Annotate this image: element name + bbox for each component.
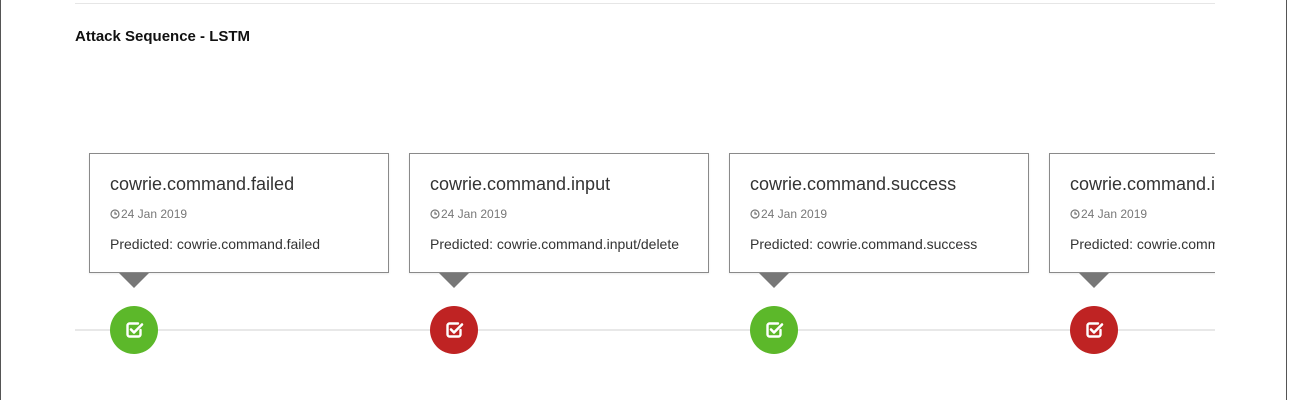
check-square-icon <box>1086 322 1104 338</box>
timeline-event: cowrie.command.failed 24 Jan 2019 Predic… <box>75 0 389 400</box>
timeline: cowrie.command.failed 24 Jan 2019 Predic… <box>75 0 1215 400</box>
clock-icon <box>1070 209 1080 219</box>
event-card[interactable]: cowrie.command.input 24 Jan 2019 Predict… <box>1049 153 1215 273</box>
clock-icon <box>430 209 440 219</box>
event-date-text: 24 Jan 2019 <box>441 207 508 221</box>
status-badge[interactable] <box>110 306 158 354</box>
event-predicted: Predicted: cowrie.command.input/delete <box>1070 236 1215 252</box>
event-card[interactable]: cowrie.command.failed 24 Jan 2019 Predic… <box>89 153 389 273</box>
event-predicted: Predicted: cowrie.command.input/delete <box>430 236 680 252</box>
divider <box>75 3 1215 4</box>
check-square-icon <box>446 322 464 338</box>
timeline-event: cowrie.command.input 24 Jan 2019 Predict… <box>395 0 709 400</box>
card-pointer <box>1079 273 1109 288</box>
status-badge[interactable] <box>750 306 798 354</box>
event-date-text: 24 Jan 2019 <box>121 207 188 221</box>
event-card[interactable]: cowrie.command.input 24 Jan 2019 Predict… <box>409 153 709 273</box>
event-title: cowrie.command.success <box>750 174 957 194</box>
clock-icon <box>110 209 120 219</box>
event-date: 24 Jan 2019 <box>430 207 507 221</box>
event-date: 24 Jan 2019 <box>110 207 187 221</box>
event-title: cowrie.command.failed <box>110 174 295 194</box>
status-badge[interactable] <box>1070 306 1118 354</box>
timeline-event: cowrie.command.success 24 Jan 2019 Predi… <box>715 0 1029 400</box>
event-predicted: Predicted: cowrie.command.success <box>750 236 978 252</box>
check-square-icon <box>766 322 784 338</box>
check-square-icon <box>126 322 144 338</box>
event-date: 24 Jan 2019 <box>1070 207 1147 221</box>
event-title: cowrie.command.input <box>1070 174 1215 194</box>
event-date-text: 24 Jan 2019 <box>1081 207 1148 221</box>
event-title: cowrie.command.input <box>430 174 611 194</box>
event-card[interactable]: cowrie.command.success 24 Jan 2019 Predi… <box>729 153 1029 273</box>
status-badge[interactable] <box>430 306 478 354</box>
panel-title: Attack Sequence - LSTM <box>75 28 251 45</box>
event-date: 24 Jan 2019 <box>750 207 827 221</box>
timeline-line <box>75 329 1215 331</box>
event-predicted: Predicted: cowrie.command.failed <box>110 236 321 252</box>
card-pointer <box>119 273 149 288</box>
event-date-text: 24 Jan 2019 <box>761 207 828 221</box>
card-pointer <box>439 273 469 288</box>
card-pointer <box>759 273 789 288</box>
timeline-event: cowrie.command.input 24 Jan 2019 Predict… <box>1035 0 1215 400</box>
clock-icon <box>750 209 760 219</box>
